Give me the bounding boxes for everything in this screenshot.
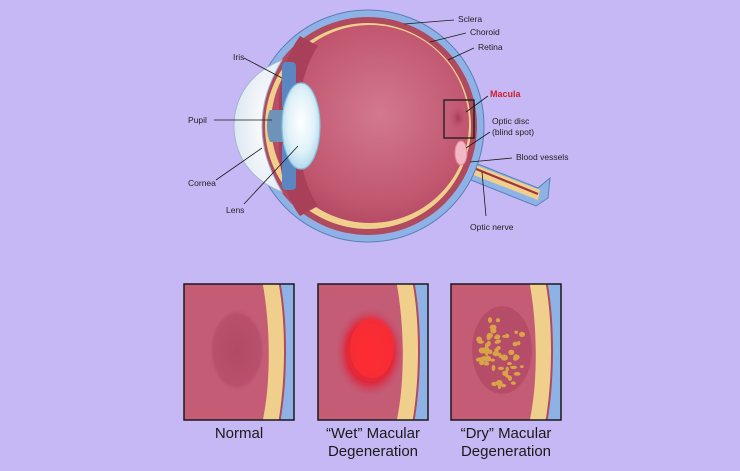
- drusen-spot: [502, 355, 507, 358]
- caption-dry: “Dry” Macular Degeneration: [431, 425, 581, 461]
- panel-wet: [317, 283, 429, 421]
- drusen-spot: [492, 351, 500, 357]
- drusen-spot: [518, 331, 526, 337]
- drusen-spot: [507, 362, 512, 366]
- drusen-spot: [483, 361, 490, 366]
- drusen-spot: [490, 358, 495, 362]
- sclera-label: Sclera: [458, 14, 482, 24]
- drusen-spot: [507, 375, 512, 381]
- panel-dry: [450, 283, 562, 421]
- drusen-spot: [487, 349, 493, 355]
- drusen-spot: [497, 385, 502, 389]
- drusen-spot: [502, 370, 509, 376]
- drusen-spot: [510, 365, 518, 370]
- drusen-spot: [497, 366, 505, 370]
- optic-nerve-label: Optic nerve: [470, 222, 514, 232]
- drusen-spot: [476, 336, 482, 343]
- optic-disc-label-2: (blind spot): [492, 127, 534, 137]
- macula-spot: [448, 104, 468, 132]
- wet-bleed-inner: [350, 318, 394, 378]
- drusen-spot: [481, 356, 489, 360]
- drusen-spot: [520, 365, 524, 369]
- caption-wet-line2: Degeneration: [327, 443, 419, 460]
- cornea-label: Cornea: [188, 178, 216, 188]
- drusen-spot: [475, 357, 483, 362]
- drusen-spot: [514, 330, 518, 334]
- lens: [281, 82, 321, 170]
- drusen-spot: [487, 317, 493, 323]
- drusen-spot: [510, 381, 516, 385]
- eyeball: [233, 9, 551, 243]
- lens-label: Lens: [226, 205, 244, 215]
- drusen-spot: [493, 335, 500, 340]
- macula-label: Macula: [490, 89, 522, 99]
- drusen-spot: [513, 354, 519, 361]
- caption-dry-line1: “Dry” Macular: [460, 425, 552, 442]
- caption-wet-line1: “Wet” Macular: [326, 425, 420, 442]
- drusen-spot: [490, 327, 497, 334]
- optic-disc-label-1: Optic disc: [492, 116, 530, 126]
- drusen-spot: [498, 352, 502, 359]
- drusen-spot: [491, 364, 496, 372]
- blood-vessels-label: Blood vessels: [516, 152, 568, 162]
- caption-dry-line2: Degeneration: [460, 443, 552, 460]
- drusen-spot: [508, 349, 515, 355]
- drusen-spot: [501, 383, 507, 388]
- iris-label: Iris: [233, 52, 244, 62]
- drusen-spot: [505, 366, 509, 372]
- drusen-spot: [495, 318, 501, 323]
- drusen-spot: [486, 333, 491, 341]
- choroid-label: Choroid: [470, 27, 500, 37]
- vitreous-body: [271, 25, 469, 223]
- panel-normal: [183, 283, 295, 421]
- retina-label: Retina: [478, 42, 503, 52]
- caption-normal: Normal: [184, 425, 294, 443]
- drusen-spot: [504, 333, 510, 339]
- dry-macula: [472, 306, 532, 394]
- normal-macula: [209, 308, 265, 392]
- pupil-label: Pupil: [188, 115, 207, 125]
- pupil: [267, 110, 284, 142]
- macula-box: [443, 99, 475, 139]
- drusen-spot: [494, 340, 500, 344]
- leader-lines: [214, 19, 513, 217]
- drusen-spot: [482, 346, 490, 353]
- optic-disc: [454, 140, 468, 166]
- drusen-spot: [496, 379, 503, 387]
- drusen-spot: [491, 381, 498, 387]
- drusen-spot: [513, 372, 521, 376]
- drusen-deposits: [475, 317, 526, 389]
- drusen-spot: [517, 341, 521, 346]
- caption-wet: “Wet” Macular Degeneration: [298, 425, 448, 461]
- caption-normal-text: Normal: [214, 425, 264, 442]
- drusen-spot: [512, 341, 518, 347]
